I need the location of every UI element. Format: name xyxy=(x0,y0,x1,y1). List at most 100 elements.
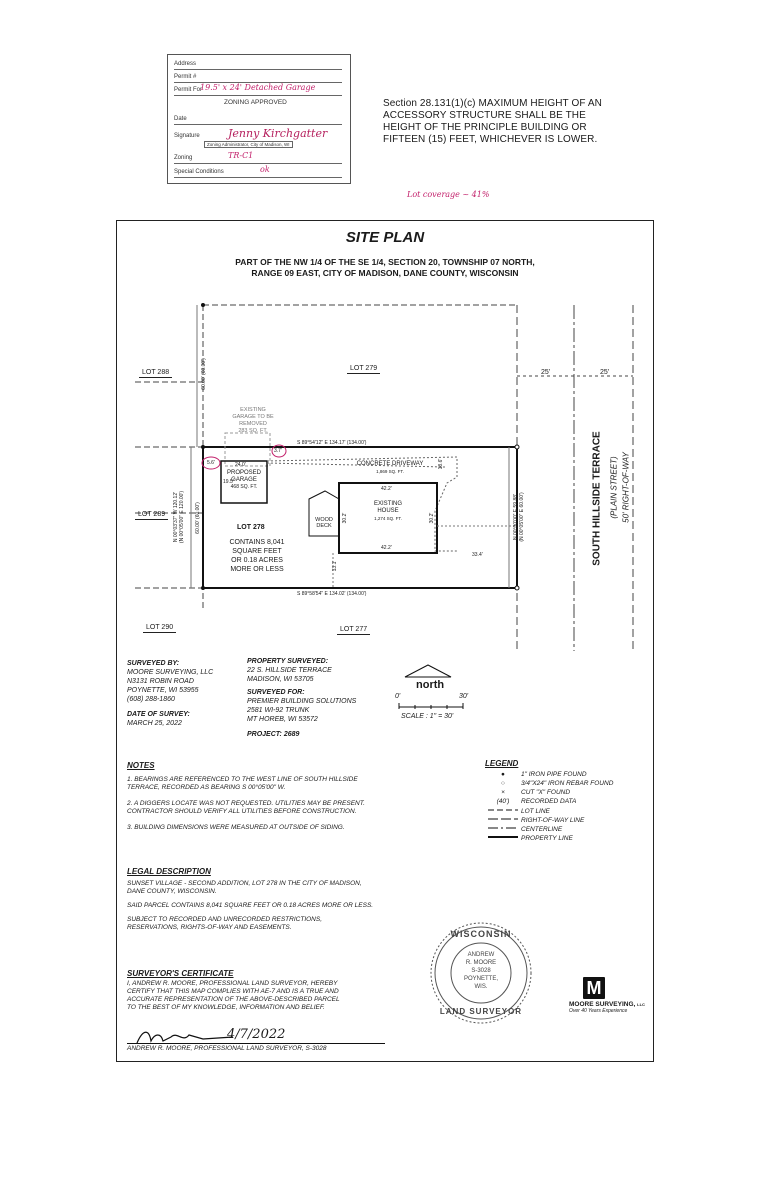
house-label: EXISTING HOUSE 1,274 SQ. FT. xyxy=(339,501,437,522)
existing-garage-line-2: GARAGE TO BE xyxy=(232,414,274,420)
lot-278-area-line-1: CONTAINS 8,041 xyxy=(229,539,285,546)
existing-garage-line-1: EXISTING xyxy=(240,407,266,413)
note-1-line-a: 1. BEARINGS ARE REFERENCED TO THE WEST L… xyxy=(127,776,358,783)
legend-symbol: × xyxy=(501,789,505,796)
lot-277-label: LOT 277 xyxy=(337,626,371,635)
zoning-approval-stamp: Address Permit # Permit For 19.5' x 24' … xyxy=(167,54,351,184)
west-dim-inner: 60.00' (60.00') xyxy=(195,502,201,534)
lot-290-label: LOT 290 xyxy=(143,624,177,633)
stamp-date-row: Date xyxy=(174,114,342,125)
note-3: 3. BUILDING DIMENSIONS WERE MEASURED AT … xyxy=(127,824,345,831)
wood-deck-line-1: WOOD xyxy=(315,517,333,523)
seal-state: WIS. xyxy=(474,984,488,990)
stamp-permit-label: Permit # xyxy=(174,74,197,80)
legal-description-title: LEGAL DESCRIPTION xyxy=(127,867,211,876)
stamp-conditions-label: Special Conditions xyxy=(174,169,224,175)
scale-thirty: 30' xyxy=(459,693,469,700)
legend-text: CENTERLINE xyxy=(521,826,563,833)
legend-item: ● 1" IRON PIPE FOUND xyxy=(485,771,587,780)
surveyor-signature xyxy=(136,1031,234,1044)
stamp-zoning-approved: ZONING APPROVED xyxy=(224,99,287,106)
sheet-subtitle-line-1: PART OF THE NW 1/4 OF THE SE 1/4, SECTIO… xyxy=(235,257,535,267)
date-of-survey-value: MARCH 25, 2022 xyxy=(127,720,182,727)
street-type: (PLAIN STREET) xyxy=(609,456,619,519)
legal-line-2: DANE COUNTY, WISCONSIN. xyxy=(127,888,217,895)
legend-item: ○3/4"X24" IRON REBAR FOUND xyxy=(485,780,613,789)
site-plan-drawing xyxy=(135,303,634,651)
project-number: PROJECT: 2689 xyxy=(247,731,300,738)
house-bottom-dim: 42.2' xyxy=(381,545,392,551)
legend-symbol xyxy=(485,816,521,824)
stamp-permit-for-label: Permit For xyxy=(174,87,203,93)
legend-text: LOT LINE xyxy=(521,808,550,815)
stamp-zoning-label: Zoning xyxy=(174,155,193,161)
land-surveyor-seal: WISCONSIN LAND SURVEYOR ANDREW R. MOORE … xyxy=(429,921,533,1025)
lot-278-area-line-3: OR 0.18 ACRES xyxy=(231,557,283,564)
bottom-bearing: S 89°58'54" E 134.02' (134.00') xyxy=(297,591,367,597)
stamp-signature-label: Signature xyxy=(174,133,200,139)
certificate-line-4: TO THE BEST OF MY KNOWLEDGE, INFORMATION… xyxy=(127,1004,325,1011)
legend-symbol: ● xyxy=(501,771,505,778)
legal-line-4: SUBJECT TO RECORDED AND UNRECORDED RESTR… xyxy=(127,916,323,923)
west-bearing: N 00°03'37" W 120.12' (N 00°05'00" E 120… xyxy=(173,477,185,557)
site-plan-sheet: SITE PLAN PART OF THE NW 1/4 OF THE SE 1… xyxy=(116,220,654,1062)
existing-garage-area: 283 SQ. FT. xyxy=(238,428,268,434)
stamp-zoning-row: Zoning xyxy=(174,153,342,164)
stamp-conditions-value: ok xyxy=(260,165,270,174)
existing-garage-line-3: REMOVED xyxy=(239,421,267,427)
certificate-title: SURVEYOR'S CERTIFICATE xyxy=(127,969,234,978)
row-dim-right: 25' xyxy=(600,369,610,376)
property-surveyed-title: PROPERTY SURVEYED: xyxy=(247,658,329,665)
lot-278-area-line-4: MORE OR LESS xyxy=(230,566,284,573)
property-block: PROPERTY SURVEYED: 22 S. HILLSIDE TERRAC… xyxy=(247,657,356,739)
moore-surveying-logo: M MOORE SURVEYING, LLC Over 40 Years Exp… xyxy=(547,977,647,1014)
legend-line-icon xyxy=(488,809,518,811)
surveyed-by-block: SURVEYED BY: MOORE SURVEYING, LLC N3131 … xyxy=(127,659,213,728)
certificate-line-2: CERTIFY THAT THIS MAP COMPLIES WITH AE-7… xyxy=(127,988,339,995)
stamp-date-label: Date xyxy=(174,116,187,122)
surveyed-by-line-1: MOORE SURVEYING, LLC xyxy=(127,669,214,676)
wood-deck-line-2: DECK xyxy=(316,523,332,529)
surveyed-by-line-4: (608) 288-1860 xyxy=(127,696,175,703)
certificate-line-3: ACCURATE REPRESENTATION OF THE ABOVE-DES… xyxy=(127,996,340,1003)
surveyed-by-line-3: POYNETTE, WI 53955 xyxy=(127,687,199,694)
stamp-zoning-value: TR-C1 xyxy=(228,151,254,160)
garage-side-dim: 19.5' xyxy=(223,479,234,485)
surveyed-by-title: SURVEYED BY: xyxy=(127,660,180,667)
legend-title: LEGEND xyxy=(485,759,519,768)
legend-line-icon xyxy=(488,836,518,838)
legal-line-5: RESERVATIONS, RIGHTS-OF-WAY AND EASEMENT… xyxy=(127,924,292,931)
note-2-line-b: CONTRACTOR SHOULD VERIFY ALL UTILITIES B… xyxy=(127,808,357,815)
signature-date: 4/7/2022 xyxy=(227,1027,286,1042)
lot-278-area: CONTAINS 8,041 SQUARE FEET OR 0.18 ACRES… xyxy=(217,538,297,574)
seal-city: POYNETTE, xyxy=(463,976,498,982)
stamp-address-row: Address xyxy=(174,59,342,70)
row-dim-left: 25' xyxy=(541,369,551,376)
legend-text: 3/4"X24" IRON REBAR FOUND xyxy=(521,780,614,787)
lot-coverage-note: Lot coverage ~ 41% xyxy=(407,190,490,199)
surveyed-for-line-2: 2581 WI-92 TRUNK xyxy=(247,707,310,714)
notes-title: NOTES xyxy=(127,761,155,770)
east-bearing: N 00°00'00" E 59.88' (N 00°05'00" E 60.0… xyxy=(513,477,525,557)
proposed-garage-label: PROPOSED GARAGE 468 SQ. FT. xyxy=(221,470,267,491)
scale-text: SCALE : 1" = 30' xyxy=(401,713,454,720)
north-arrow-icon xyxy=(404,664,452,678)
seal-name-2: R. MOORE xyxy=(465,960,497,966)
surveyed-for-line-1: PREMIER BUILDING SOLUTIONS xyxy=(247,698,357,705)
garage-setback-top: 3.7' xyxy=(274,448,282,454)
logo-company: MOORE SURVEYING, LLC xyxy=(569,1001,647,1008)
seal-top-text: WISCONSIN xyxy=(450,929,512,939)
seal-name-1: ANDREW xyxy=(467,952,495,958)
lot-279-label: LOT 279 xyxy=(347,365,381,374)
legend-text: 1" IRON PIPE FOUND xyxy=(521,771,587,778)
legal-line-3: SAID PARCEL CONTAINS 8,041 SQUARE FEET O… xyxy=(127,902,374,909)
surveyed-by-line-2: N3131 ROBIN ROAD xyxy=(127,678,194,685)
house-line-2: HOUSE xyxy=(377,508,399,514)
stamp-signature-handwriting: Jenny Kirchgatter xyxy=(228,127,328,140)
legend-symbol xyxy=(485,825,521,833)
row-width: 50' RIGHT-OF-WAY xyxy=(621,452,631,523)
logo-company-name: MOORE SURVEYING, xyxy=(569,1001,636,1008)
proposed-garage-line-1: PROPOSED xyxy=(226,470,261,476)
legend-line-icon xyxy=(488,827,518,829)
dim-13-1: 13.1' xyxy=(332,560,338,572)
